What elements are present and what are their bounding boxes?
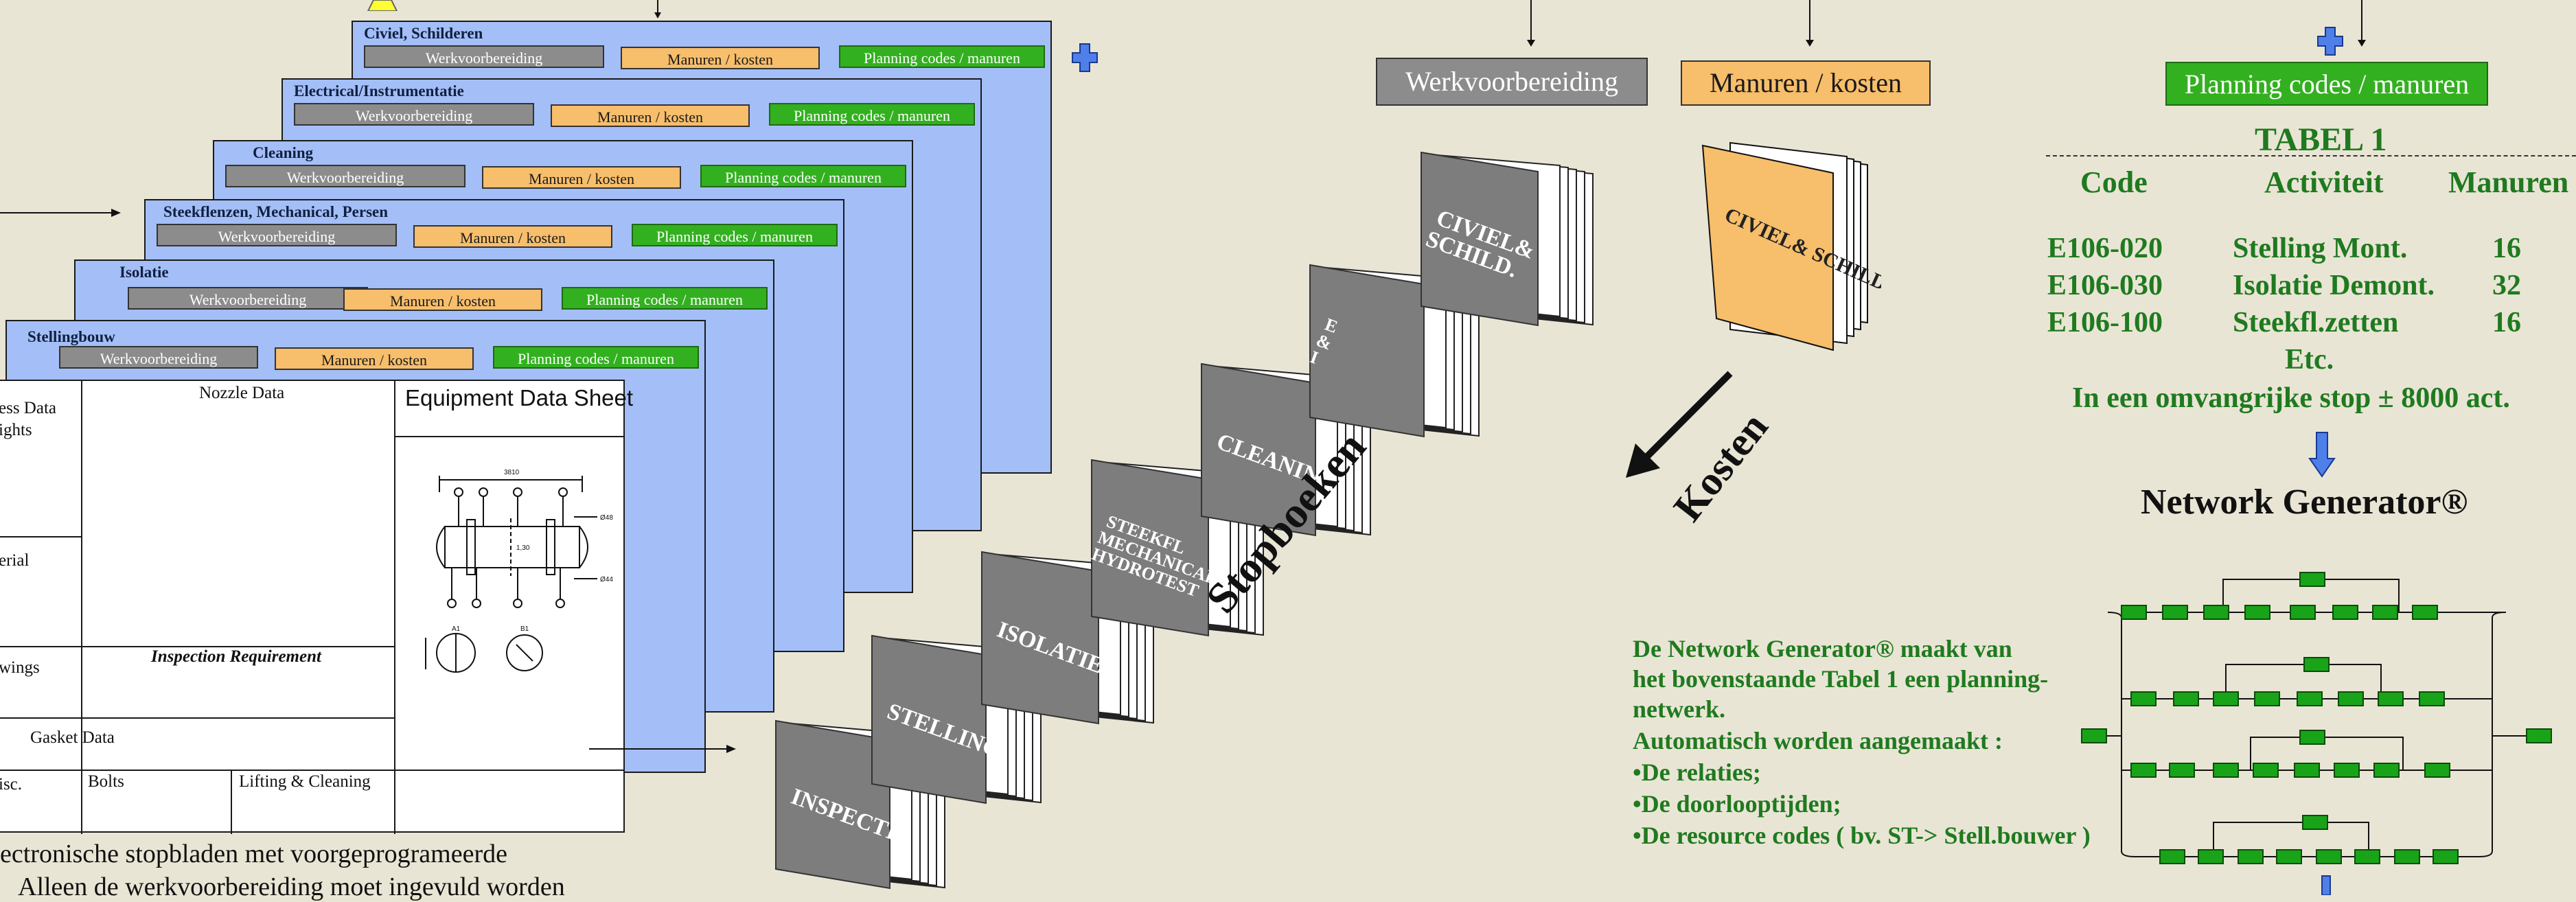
description-line: •De relaties; bbox=[1633, 759, 1761, 786]
planning-header: Planning codes / manuren bbox=[2165, 62, 2488, 106]
svg-text:B1: B1 bbox=[520, 625, 529, 633]
werkvoorbereiding-tag: Werkvoorbereiding bbox=[157, 224, 397, 246]
sheet-title: Stellingbouw bbox=[27, 328, 115, 345]
process-data-label: ess Data bbox=[0, 399, 56, 417]
sheet-title: Cleaning bbox=[253, 144, 314, 161]
manuren-tag: Manuren / kosten bbox=[482, 166, 681, 189]
manuren-tag: Manuren / kosten bbox=[275, 347, 474, 370]
material-label: erial bbox=[0, 551, 30, 570]
drawings-label: wings bbox=[0, 658, 40, 677]
sheet-title: Civiel, Schilderen bbox=[364, 25, 483, 42]
manuren-header: Manuren / kosten bbox=[1681, 60, 1931, 106]
plus-icon bbox=[2317, 27, 2343, 56]
bottom-text-line2: Alleen de werkvoorbereiding moet ingevul… bbox=[18, 872, 565, 901]
network-diagram bbox=[2081, 572, 2552, 895]
arrow-down-icon bbox=[1806, 0, 1814, 47]
table-row-code: E106-020 bbox=[2047, 233, 2163, 264]
stop-book: STELLING bbox=[871, 634, 1042, 805]
arrow-down-icon bbox=[2358, 0, 2366, 47]
misc-label: isc. bbox=[0, 775, 23, 794]
tabel-divider bbox=[2046, 155, 2576, 157]
manuren-tag: Manuren / kosten bbox=[413, 225, 612, 248]
svg-text:1,30: 1,30 bbox=[516, 544, 530, 552]
description-line: De Network Generator® maakt van bbox=[1633, 635, 2012, 662]
werkvoorbereiding-tag: Werkvoorbereiding bbox=[128, 287, 368, 310]
stop-book: ISOLATIE bbox=[981, 551, 1154, 725]
planning-tag: Planning codes / manuren bbox=[839, 45, 1045, 68]
manuren-tag: Manuren / kosten bbox=[621, 47, 820, 69]
arrow-right-icon bbox=[0, 209, 121, 217]
sheet-title: Electrical/Instrumentatie bbox=[294, 82, 464, 100]
werkvoorbereiding-header: Werkvoorbereiding bbox=[1376, 58, 1648, 106]
stop-book: E&I bbox=[1307, 264, 1480, 438]
column-header-manuren: Manuren bbox=[2448, 165, 2569, 199]
tabel-title: TABEL 1 bbox=[2255, 122, 2387, 158]
stop-book: CIVIEL&SCHILD. bbox=[1421, 151, 1594, 327]
werkvoorbereiding-tag: Werkvoorbereiding bbox=[294, 103, 534, 126]
table-row-uren: 16 bbox=[2492, 307, 2521, 338]
planning-tag: Planning codes / manuren bbox=[632, 224, 838, 246]
lifting-label: Lifting & Cleaning bbox=[239, 772, 371, 791]
plus-icon bbox=[1072, 43, 1098, 72]
weights-label: ights bbox=[0, 421, 32, 439]
arrow-down-icon bbox=[654, 0, 661, 19]
planning-tag: Planning codes / manuren bbox=[562, 287, 768, 310]
column-header-activiteit: Activiteit bbox=[2264, 165, 2384, 199]
bolts-label: Bolts bbox=[88, 772, 124, 791]
column-header-code: Code bbox=[2080, 165, 2148, 199]
planning-tag: Planning codes / manuren bbox=[493, 346, 699, 369]
arrow-down-icon bbox=[2308, 432, 2336, 478]
planning-tag: Planning codes / manuren bbox=[700, 165, 906, 187]
warning-triangle-icon bbox=[367, 0, 398, 11]
arrow-right-icon bbox=[589, 745, 736, 753]
gasket-data-label: Gasket Data bbox=[30, 728, 115, 747]
description-line: •De doorlooptijden; bbox=[1633, 790, 1841, 818]
table-row-code: E106-100 bbox=[2047, 307, 2163, 338]
svg-text:Ø48: Ø48 bbox=[600, 514, 613, 522]
equipment-sheet-title: Equipment Data Sheet bbox=[405, 385, 634, 410]
tabel-note: In een omvangrijke stop ± 8000 act. bbox=[2072, 382, 2510, 414]
network-generator-title: Network Generator® bbox=[2141, 483, 2468, 522]
kosten-arrow-icon bbox=[1626, 371, 1733, 478]
arrow-down-icon bbox=[1527, 0, 1535, 47]
table-row-uren: 32 bbox=[2492, 270, 2521, 301]
table-row-uren: 16 bbox=[2492, 233, 2521, 264]
svg-text:A1: A1 bbox=[452, 625, 461, 633]
tabel-etc: Etc. bbox=[2285, 344, 2334, 375]
manuren-tag: Manuren / kosten bbox=[343, 288, 542, 311]
werkvoorbereiding-tag: Werkvoorbereiding bbox=[225, 165, 465, 187]
description-line: netwerk. bbox=[1633, 695, 1725, 723]
manuren-tag: Manuren / kosten bbox=[551, 104, 750, 127]
werkvoorbereiding-tag: Werkvoorbereiding bbox=[364, 45, 604, 68]
table-row-activiteit: Isolatie Demont. bbox=[2233, 270, 2435, 301]
kosten-book: CIVIEL& SCHILD. bbox=[1701, 141, 1881, 351]
inspection-label: Inspection Requirement bbox=[151, 647, 321, 666]
sheet-title: Steekflenzen, Mechanical, Persen bbox=[163, 203, 389, 220]
svg-text:3810: 3810 bbox=[504, 469, 520, 476]
description-line: •De resource codes ( bv. ST-> Stell.bouw… bbox=[1633, 822, 2091, 849]
planning-tag: Planning codes / manuren bbox=[769, 103, 975, 126]
bottom-text-line1: ectronische stopbladen met voorgeprogram… bbox=[0, 840, 507, 868]
description-line: Automatisch worden aangemaakt : bbox=[1633, 727, 2003, 754]
sheet-title: Isolatie bbox=[119, 264, 169, 281]
table-row-code: E106-030 bbox=[2047, 270, 2163, 301]
description-line: het bovenstaande Tabel 1 een planning- bbox=[1633, 665, 2049, 693]
svg-text:Ø44: Ø44 bbox=[600, 576, 613, 583]
werkvoorbereiding-tag: Werkvoorbereiding bbox=[59, 346, 258, 369]
nozzle-data-label: Nozzle Data bbox=[199, 384, 285, 402]
stopboeken-books: INSPECTIESTELLINGISOLATIESTEEKFLMECHANIC… bbox=[775, 151, 1594, 890]
table-row-activiteit: Steekfl.zetten bbox=[2233, 307, 2399, 338]
equipment-data-sheet: ess Data ights Nozzle Data Equipment Dat… bbox=[0, 380, 633, 834]
table-row-activiteit: Stelling Mont. bbox=[2233, 233, 2408, 264]
